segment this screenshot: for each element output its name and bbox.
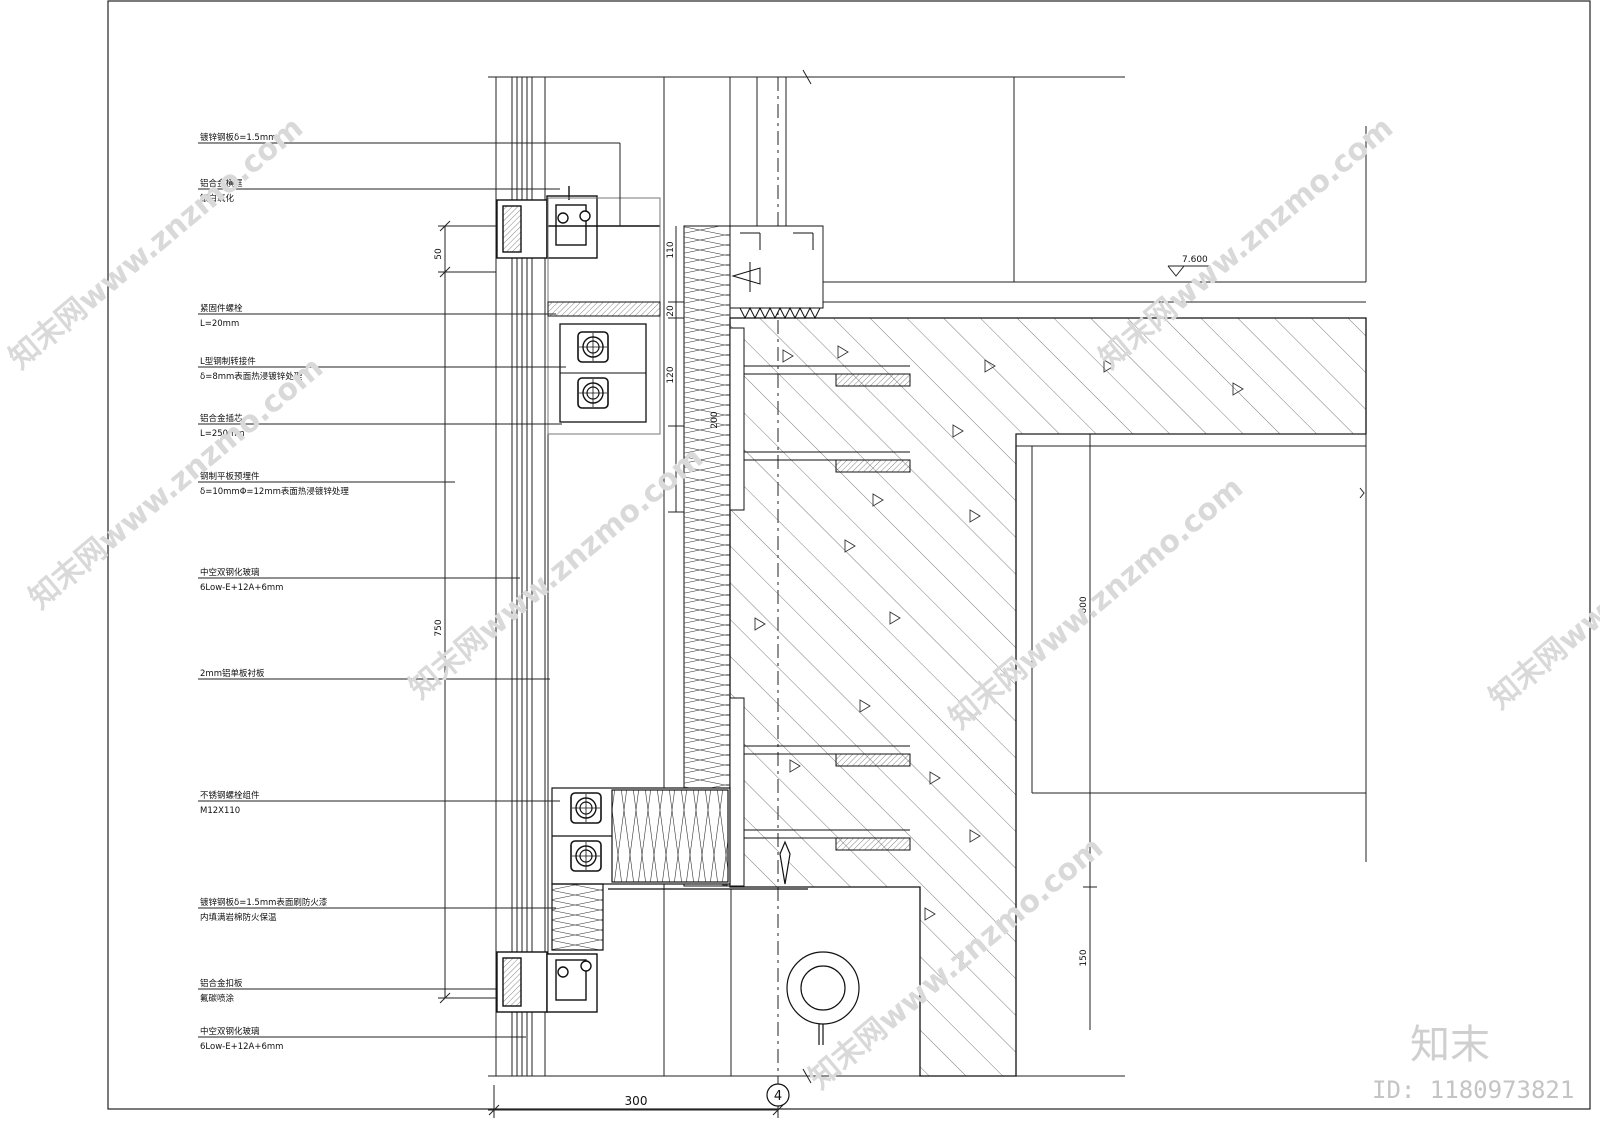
material-label-line2: L=250mm — [200, 429, 245, 439]
material-label-line1: 紧固件螺栓 — [200, 303, 243, 314]
material-label-line2: L=20mm — [200, 319, 239, 329]
mid-dimension — [668, 226, 684, 513]
slab-top-layer — [822, 77, 1367, 862]
axis-number: 4 — [774, 1089, 782, 1104]
material-label-line1: 中空双钢化玻璃 — [200, 1026, 260, 1037]
material-label-line2: δ=10mmΦ=12mm表面热浸镀锌处理 — [200, 486, 349, 497]
break-lines — [488, 69, 1125, 1084]
dim-left-750: 750 — [434, 619, 444, 636]
left-dimension — [438, 220, 496, 1004]
material-label-line1: 钢制平板预埋件 — [200, 471, 260, 482]
material-label-line2: δ=8mm表面热浸镀锌处理 — [200, 371, 303, 382]
material-label-line1: 不锈钢螺栓组件 — [200, 790, 260, 801]
material-label-line2: 6Low-E+12A+6mm — [200, 1042, 283, 1052]
material-label-line2: 内填满岩棉防火保温 — [200, 912, 277, 923]
svg-text:知末网www.znzmo.com: 知末网www.znzmo.com — [1483, 450, 1600, 716]
material-label-line1: 镀锌钢板δ=1.5mm — [200, 132, 276, 143]
insulation-strip — [683, 225, 731, 887]
dim-left-50: 50 — [434, 248, 444, 260]
lower-bracket — [551, 787, 808, 951]
dim-mid-120: 120 — [666, 366, 676, 383]
dim-right-150: 150 — [1079, 949, 1089, 966]
watermark-id: ID: 1180973821 — [1372, 1076, 1574, 1104]
material-label-line2: 6Low-E+12A+6mm — [200, 583, 283, 593]
dim-right-600: 600 — [1079, 596, 1089, 613]
dim-bottom-300: 300 — [625, 1094, 648, 1108]
elevation-mark: 7.600 — [1182, 255, 1208, 265]
upper-transom — [496, 186, 660, 259]
watermark-brand: 知末 — [1410, 1022, 1490, 1068]
top-insulation — [729, 225, 824, 320]
material-label-line1: 2mm铝单板衬板 — [200, 668, 265, 679]
dim-mid-110: 110 — [666, 241, 676, 258]
material-label-line1: 中空双钢化玻璃 — [200, 567, 260, 578]
svg-text:知末网www.znzmo.com: 知末网www.znzmo.com — [23, 350, 330, 616]
upper-connector — [547, 197, 661, 435]
material-label-line2: 氟碳喷涂 — [200, 993, 235, 1004]
dim-mid-20: 20 — [666, 305, 676, 317]
material-label-line2: M12X110 — [200, 806, 240, 816]
concrete-aggregate — [754, 345, 1244, 921]
material-label-line1: 铝合金横框 — [200, 178, 243, 189]
material-label-line1: 镀锌钢板δ=1.5mm表面刷防火漆 — [200, 897, 328, 908]
sheet-border — [107, 0, 1591, 1110]
dim-mid-200: 200 — [710, 411, 720, 428]
svg-text:知末网www.znzmo.com: 知末网www.znzmo.com — [3, 110, 310, 376]
axis-bubble — [766, 1083, 790, 1107]
material-label-line1: 铝合金扣板 — [200, 978, 243, 989]
embedded-anchors — [729, 327, 911, 887]
concrete-slab — [729, 317, 1367, 1077]
ceiling-downlight — [786, 951, 860, 1045]
right-dimension — [1083, 434, 1097, 1030]
material-label-line1: 铝合金插芯 — [200, 413, 243, 424]
lower-transom — [496, 951, 598, 1013]
material-label-line1: L型钢制转接件 — [200, 356, 256, 367]
spandrel-lines — [663, 77, 787, 1076]
material-label-line2: 银白氧化 — [200, 193, 235, 204]
